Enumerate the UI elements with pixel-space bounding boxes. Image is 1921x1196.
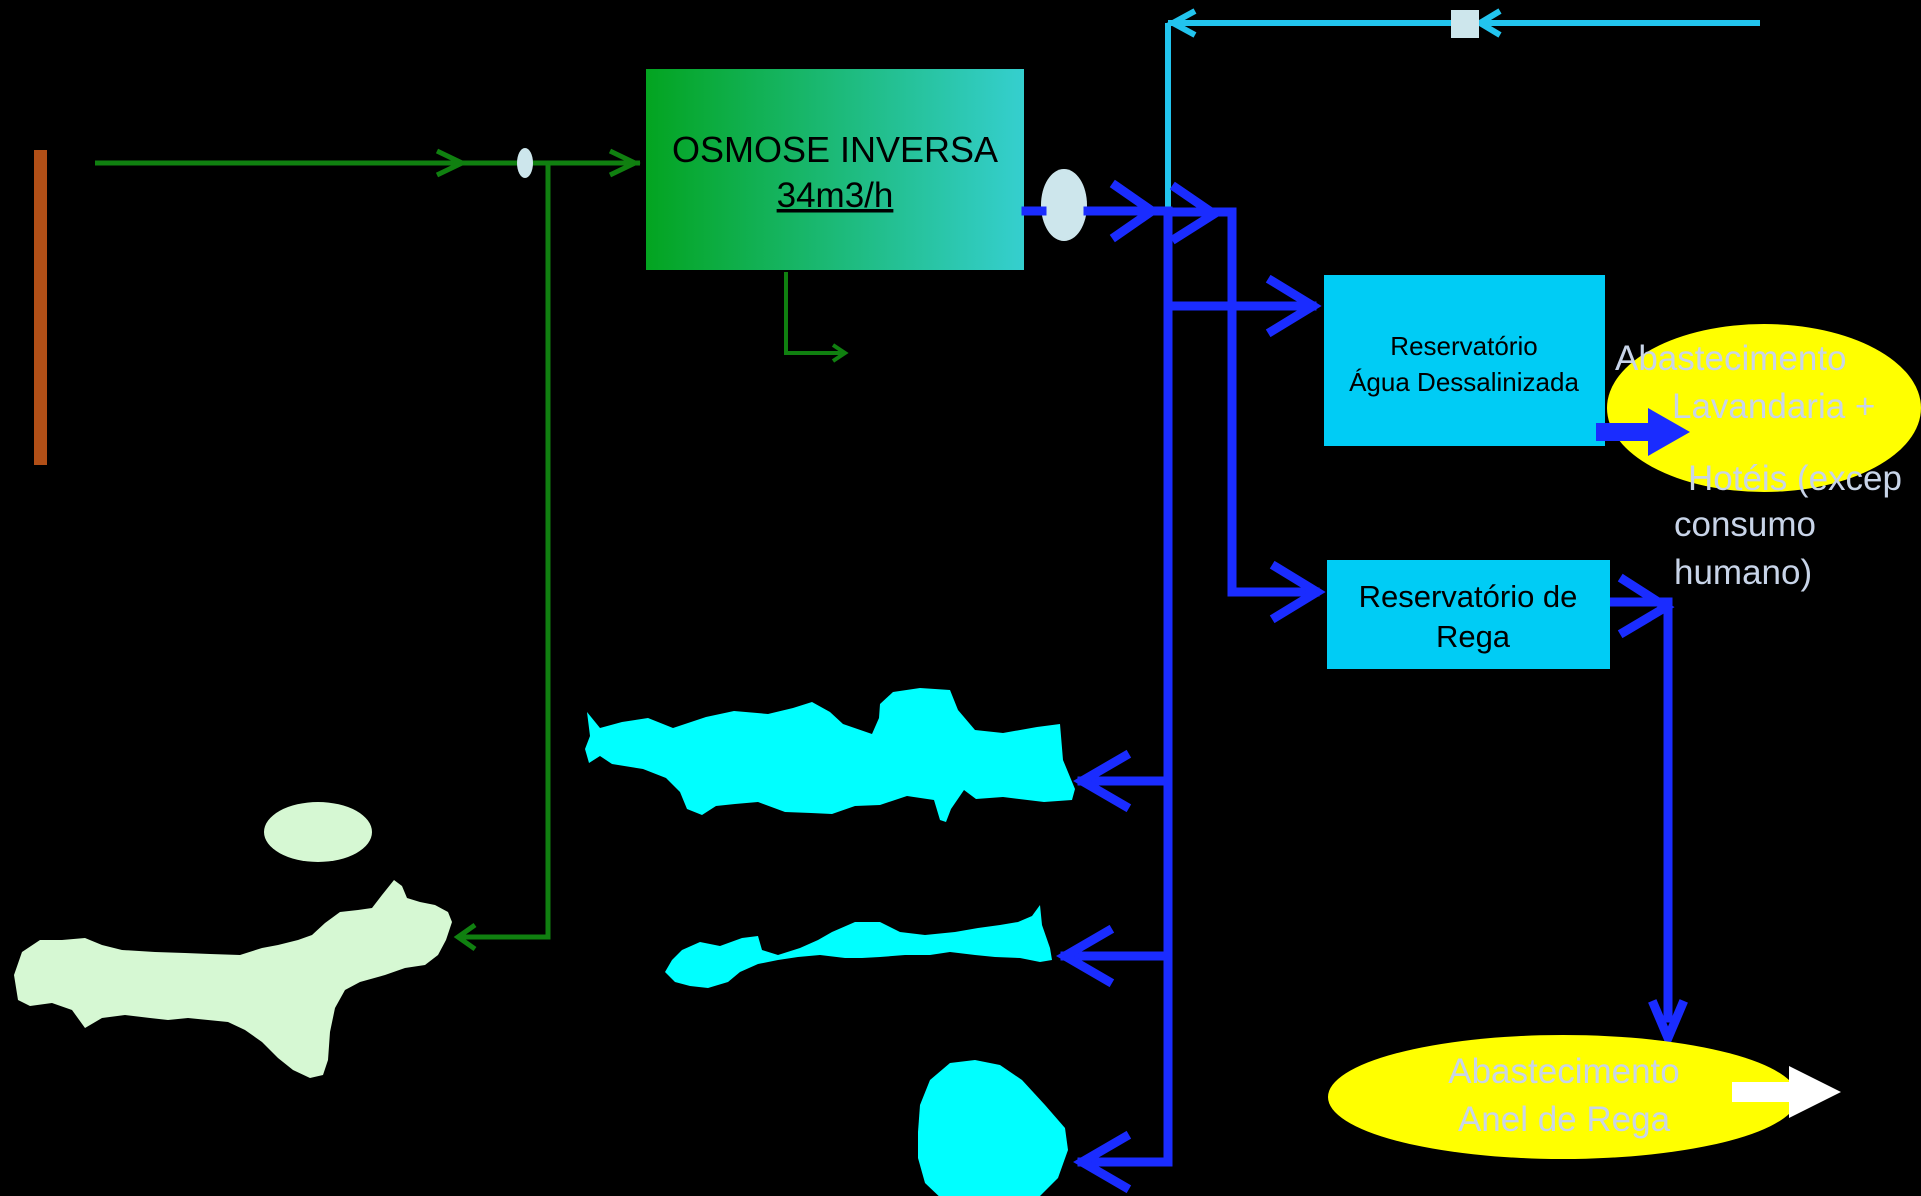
osmose-capacity: 34m3/h: [777, 176, 894, 215]
supply-lavandaria-line5: humano): [1674, 553, 1812, 592]
feed-valve-icon: [517, 148, 533, 178]
reservoir-rega-line1: Reservatório de: [1359, 579, 1578, 614]
supply-lavandaria-line3: Hotéis (excep: [1688, 459, 1902, 498]
reservoir-desal-line1: Reservatório: [1390, 331, 1537, 361]
supply-anel-de-rega: Abastecimento Anel de Rega: [1328, 1035, 1798, 1159]
supply-lavandaria-line1: Abastecimento: [1615, 339, 1847, 378]
supply-lavandaria-line4: consumo: [1674, 505, 1816, 544]
outlet-valve-icon: [1041, 169, 1087, 241]
supply-rega-line1: Abastecimento: [1448, 1052, 1680, 1091]
reservoir-rega-line2: Rega: [1436, 619, 1511, 654]
external-supply-valve-icon: [1451, 10, 1479, 38]
supply-rega-line2: Anel de Rega: [1458, 1100, 1671, 1139]
outflow-arrow-rega-icon: [1732, 1066, 1841, 1118]
distribution-network: [1021, 179, 1688, 1194]
brine-outlet-pipe: [784, 272, 849, 363]
supply-lavandaria-hoteis: Abastecimento Lavandaria + Hotéis (excep…: [1607, 324, 1921, 592]
reservoir-irrigation: Reservatório de Rega: [1327, 560, 1610, 669]
reservoir-desalinated: Reservatório Água Dessalinizada: [1324, 275, 1605, 446]
source-well-bar: [34, 150, 47, 465]
island-cyan-small: [918, 1060, 1068, 1196]
island-pale-green-large: [14, 880, 452, 1078]
island-cyan-medium: [665, 905, 1052, 988]
external-supply-pipe: [1165, 8, 1760, 218]
supply-lavandaria-line2: Lavandaria +: [1672, 387, 1875, 426]
osmose-title: OSMOSE INVERSA: [672, 129, 998, 170]
island-pale-green-small: [264, 802, 372, 862]
osmose-inversa-unit: OSMOSE INVERSA 34m3/h: [646, 69, 1024, 270]
outflow-arrow-lavandaria-icon: [1596, 408, 1690, 456]
island-cyan-large: [585, 688, 1075, 822]
feed-pipe: [95, 148, 641, 952]
reservoir-desal-line2: Água Dessalinizada: [1349, 367, 1579, 397]
